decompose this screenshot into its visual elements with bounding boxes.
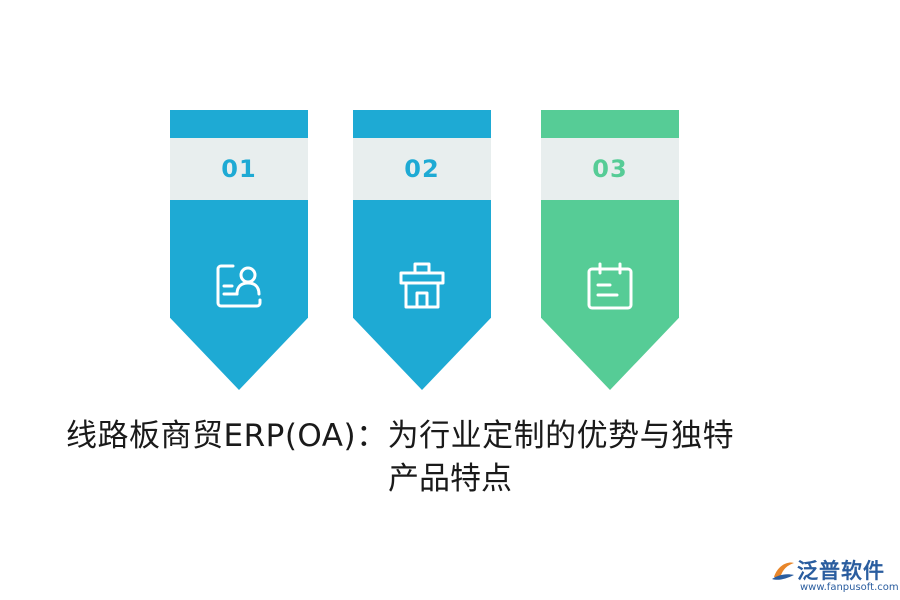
step-banner-02: 02	[353, 110, 491, 390]
page-title-line-1: 线路板商贸ERP(OA)：为行业定制的优势与独特	[66, 418, 735, 454]
banner-top-strip	[541, 110, 679, 138]
logo-name: 泛普软件	[797, 559, 885, 583]
logo-url: www.fanpusoft.com	[800, 582, 899, 593]
banner-top-strip	[170, 110, 308, 138]
brand-logo: 泛普软件 www.fanpusoft.com	[770, 555, 899, 595]
step-number: 02	[404, 155, 440, 183]
banner-number-bar: 03	[541, 138, 679, 200]
logo-mark-icon	[772, 562, 794, 580]
banner-number-bar: 01	[170, 138, 308, 200]
step-banner-03: 03	[541, 110, 679, 390]
gift-box-icon	[399, 262, 445, 309]
step-banner-01: 01	[170, 110, 308, 390]
contact-card-icon	[216, 264, 262, 308]
banner-top-strip	[353, 110, 491, 138]
step-number: 03	[592, 155, 628, 183]
page-title-line-2: 产品特点	[388, 461, 512, 497]
banner-number-bar: 02	[353, 138, 491, 200]
calendar-icon	[587, 262, 633, 310]
step-number: 01	[221, 155, 257, 183]
